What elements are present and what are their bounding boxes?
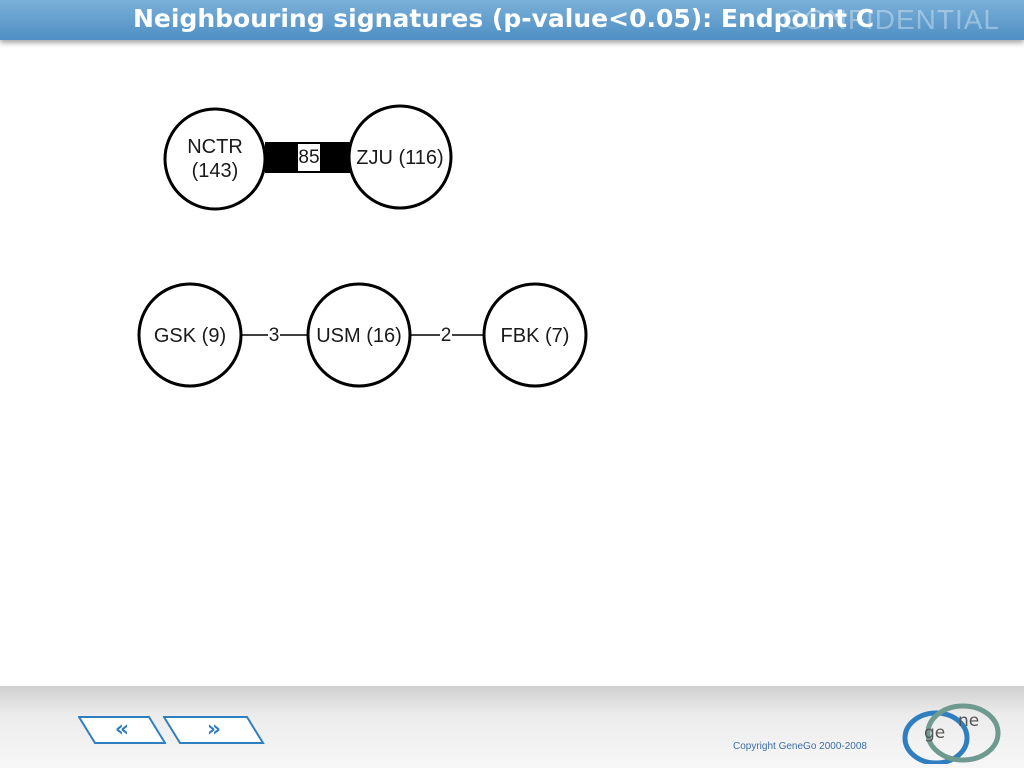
node-fbk-label: FBK (7): [501, 325, 570, 347]
next-slide-button[interactable]: »: [163, 716, 265, 744]
logo-text-ne: ne: [958, 711, 979, 731]
node-gsk: GSK (9): [137, 282, 243, 388]
genego-logo: ge ne: [902, 703, 1001, 764]
node-nctr-count: (143): [192, 160, 239, 182]
slide-title: Neighbouring signatures (p-value<0.05): …: [133, 4, 875, 33]
footer-bar: « » Copyright GeneGo 2000-2008 ge ne: [0, 686, 1024, 768]
node-usm-circle: [306, 282, 412, 388]
node-gsk-label: GSK (9): [154, 325, 226, 347]
next-button-shape: [163, 716, 265, 744]
node-fbk-circle: [482, 282, 588, 388]
node-nctr: NCTR (143): [163, 107, 267, 211]
double-chevron-right-icon: »: [206, 717, 222, 742]
node-zju-label: ZJU (116): [356, 147, 443, 169]
previous-slide-button[interactable]: «: [78, 716, 166, 744]
node-gsk-circle: [137, 282, 243, 388]
double-chevron-left-icon: «: [114, 717, 130, 742]
edge-label-nctr-zju: 85: [298, 147, 319, 168]
confidential-watermark: CONFIDENTIAL: [782, 4, 1000, 35]
node-nctr-circle: [163, 107, 267, 211]
logo-ring-grey: [925, 703, 1001, 763]
title-bar: CONFIDENTIAL Neighbouring signatures (p-…: [0, 0, 1024, 40]
node-usm: USM (16): [306, 282, 412, 388]
node-zju-circle: [347, 104, 453, 210]
copyright-text: Copyright GeneGo 2000-2008: [733, 741, 867, 752]
signature-network-diagram: 85 NCTR (143) ZJU (116) 3 2 GSK (9) USM …: [137, 104, 588, 388]
node-fbk: FBK (7): [482, 282, 588, 388]
previous-button-shape: [78, 716, 166, 744]
logo-text-ge: ge: [924, 723, 945, 743]
edge-nctr-zju-bar-right: [320, 143, 353, 172]
node-nctr-label: NCTR: [187, 136, 243, 158]
edge-label-usm-fbk: 2: [441, 325, 452, 346]
edge-label-gsk-usm: 3: [269, 325, 280, 346]
edge-nctr-zju-bar-left: [265, 143, 298, 172]
node-usm-label: USM (16): [316, 325, 402, 347]
node-zju: ZJU (116): [347, 104, 453, 210]
